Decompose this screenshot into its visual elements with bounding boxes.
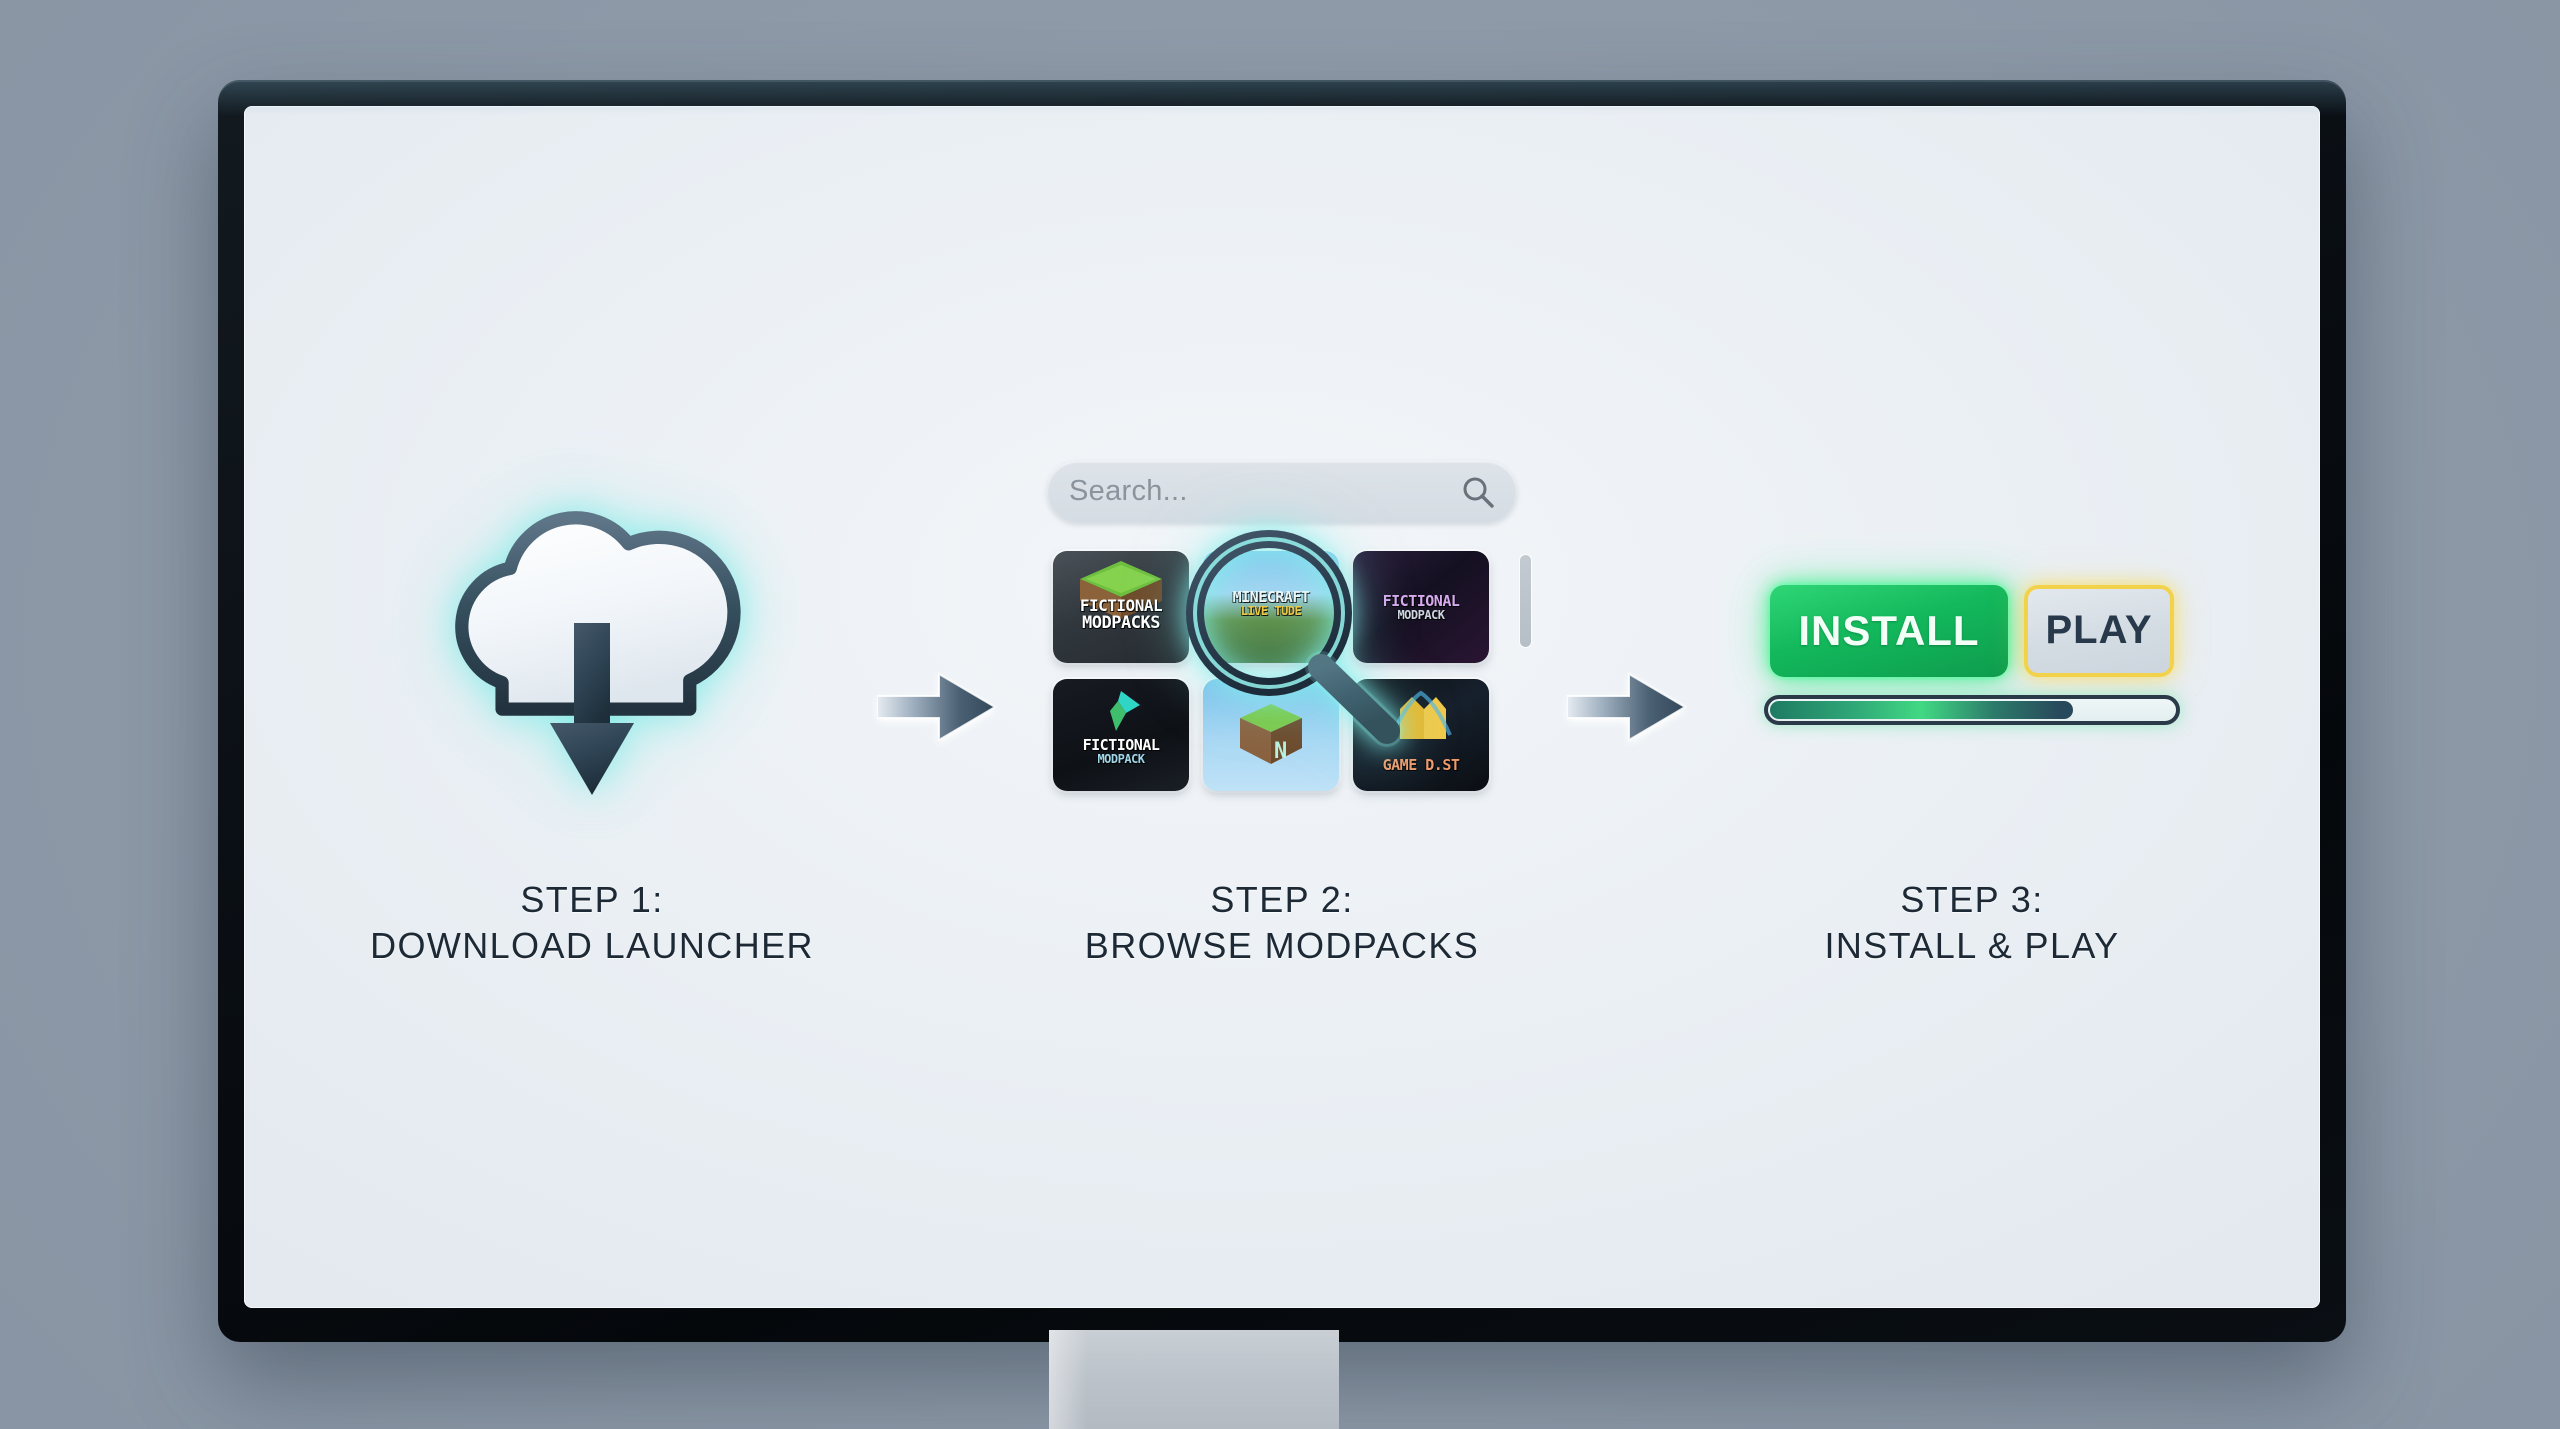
modpack-tile-subtitle: MODPACK [1097, 752, 1145, 767]
modpack-tile-subtitle: GAME D.ST [1382, 755, 1460, 774]
modpack-tile-subtitle: LIVE TUDE [1240, 604, 1302, 619]
steps-container: STEP 1: DOWNLOAD LAUNCHER [244, 106, 2320, 1308]
step-1: STEP 1: DOWNLOAD LAUNCHER [332, 445, 852, 969]
vertical-scrollbar[interactable] [1520, 554, 1531, 647]
step-3-caption: STEP 3: INSTALL & PLAY [1824, 877, 2119, 969]
modpack-tile[interactable]: FICTIONAL MODPACK [1053, 678, 1189, 791]
modpack-tile-subtitle: MODPACK [1397, 608, 1445, 623]
modpack-tile[interactable]: MINECRAFT LIVE TUDE [1203, 550, 1339, 663]
step-1-line2: DOWNLOAD LAUNCHER [370, 925, 814, 966]
search-input[interactable]: Search... [1047, 460, 1517, 523]
play-button[interactable]: PLAY [2024, 584, 2174, 677]
step-3: INSTALL PLAY STEP 3: INSTALL & PLAY [1712, 445, 2232, 969]
monitor-bezel: STEP 1: DOWNLOAD LAUNCHER [218, 80, 2346, 1342]
monitor-stand [1049, 1330, 1339, 1429]
modpack-tile[interactable]: FICTIONAL MODPACK [1353, 550, 1489, 663]
modpack-tile-title: FICTIONAL [1082, 735, 1160, 754]
step-2-line2: BROWSE MODPACKS [1084, 925, 1480, 966]
step-2-caption: STEP 2: BROWSE MODPACKS [1085, 877, 1479, 969]
step-3-line2: INSTALL & PLAY [1824, 925, 2120, 966]
step-2-line1: STEP 2: [1210, 878, 1354, 920]
magnifier-icon [1165, 515, 1425, 775]
modpack-tile[interactable]: N [1203, 678, 1339, 791]
install-button[interactable]: INSTALL [1770, 584, 2008, 677]
action-button-row: INSTALL PLAY [1770, 584, 2174, 677]
step-3-line1: STEP 3: [1900, 878, 2044, 920]
step-1-line1: STEP 1: [520, 878, 664, 920]
svg-text:N: N [1274, 739, 1287, 764]
modpack-tile-title: FICTIONAL [1382, 591, 1460, 610]
step-1-visual [332, 445, 852, 865]
step-2-visual: Search... [1022, 445, 1542, 865]
arrow-step2-to-step3 [1542, 497, 1712, 917]
step-1-caption: STEP 1: DOWNLOAD LAUNCHER [370, 877, 814, 969]
install-play-area: INSTALL PLAY [1737, 505, 2207, 805]
step-3-visual: INSTALL PLAY [1712, 445, 2232, 865]
modpack-tile-title: FICTIONAL [1079, 596, 1163, 616]
modpack-tile-title: MINECRAFT [1232, 587, 1310, 606]
install-progress-bar [1764, 694, 2180, 725]
search-icon[interactable] [1461, 475, 1495, 509]
modpack-tile[interactable]: FICTIONAL MODPACKS [1053, 550, 1189, 663]
arrow-step1-to-step2 [852, 497, 1022, 917]
monitor-screen: STEP 1: DOWNLOAD LAUNCHER [244, 106, 2320, 1308]
step-2: Search... [1022, 445, 1542, 969]
cloud-download-icon [402, 495, 782, 815]
modpack-browser: Search... [1047, 455, 1531, 855]
search-placeholder: Search... [1069, 475, 1188, 508]
modpack-tile-subtitle: MODPACKS [1082, 613, 1160, 634]
modpack-grid: FICTIONAL MODPACKS MINECRAFT LIVE TUDE [1053, 550, 1515, 851]
install-progress-fill [1770, 700, 2073, 719]
